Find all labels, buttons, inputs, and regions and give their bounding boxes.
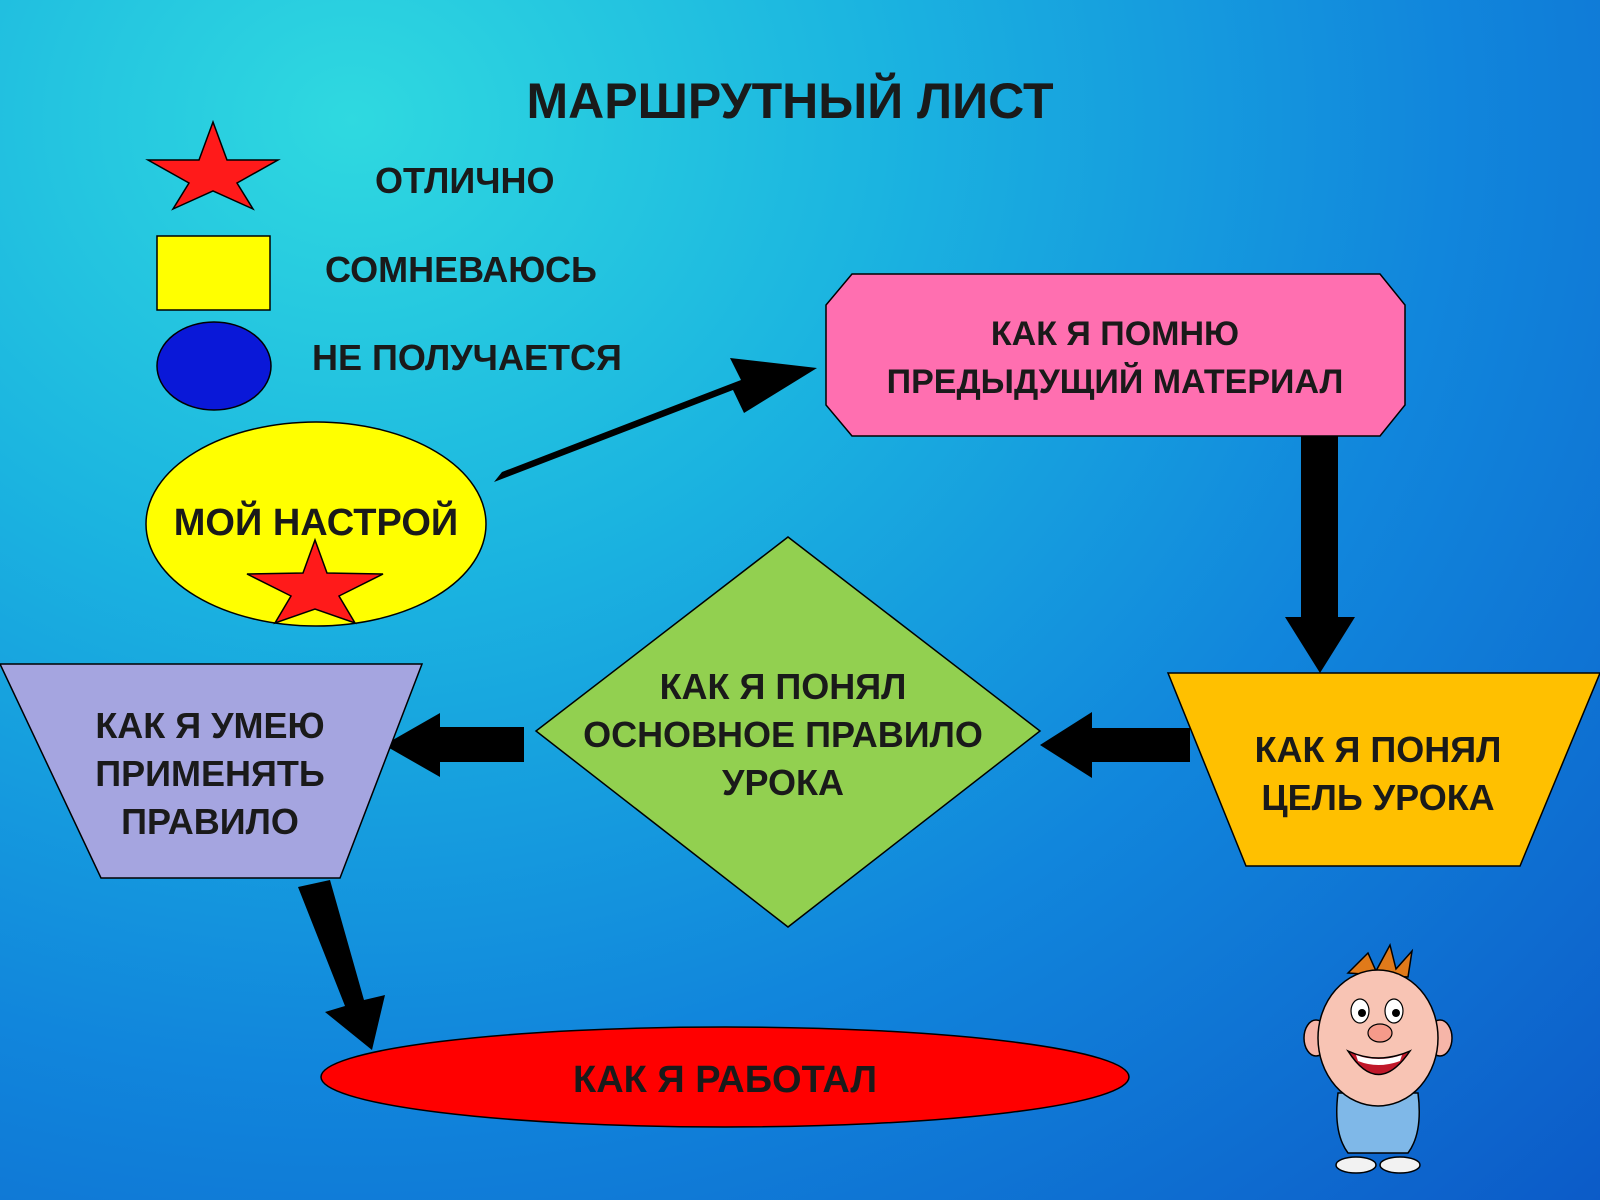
page-title: МАРШРУТНЫЙ ЛИСТ xyxy=(526,72,1053,129)
apply-label-line: КАК Я УМЕЮ xyxy=(95,705,324,746)
remember-label-line: ПРЕДЫДУЩИЙ МАТЕРИАЛ xyxy=(887,362,1344,401)
goal-label-line: КАК Я ПОНЯЛ xyxy=(1255,729,1502,770)
rule-label: КАК Я ПОНЯЛ ОСНОВНОЕ ПРАВИЛО УРОКА xyxy=(583,666,983,803)
node-rule: КАК Я ПОНЯЛ ОСНОВНОЕ ПРАВИЛО УРОКА xyxy=(534,536,1042,928)
goal-trapezoid xyxy=(1166,672,1600,867)
flow-arrows xyxy=(298,358,1355,1050)
apply-trapezoid xyxy=(0,663,424,879)
node-work: КАК Я РАБОТАЛ xyxy=(320,1026,1130,1128)
arrow-remember-to-goal xyxy=(1285,436,1355,673)
mood-ellipse xyxy=(145,421,487,627)
legend-label-fail: НЕ ПОЛУЧАЕТСЯ xyxy=(312,337,622,378)
rule-label-line: ОСНОВНОЕ ПРАВИЛО xyxy=(583,714,983,755)
work-label: КАК Я РАБОТАЛ xyxy=(573,1059,877,1101)
arrow-goal-to-rule xyxy=(1040,712,1190,778)
node-mood: МОЙ НАСТРОЙ xyxy=(145,421,487,627)
remember-label: КАК Я ПОМНЮ ПРЕДЫДУЩИЙ МАТЕРИАЛ xyxy=(887,315,1344,401)
legend-square-icon xyxy=(156,235,271,311)
mood-star-icon xyxy=(246,537,384,625)
rule-label-line: КАК Я ПОНЯЛ xyxy=(660,666,907,707)
remember-label-line: КАК Я ПОМНЮ xyxy=(991,315,1239,353)
legend-star-icon xyxy=(145,119,281,211)
rule-label-line: УРОКА xyxy=(722,762,844,803)
remember-octagon xyxy=(825,273,1406,437)
legend-circle-icon xyxy=(156,321,272,411)
node-apply: КАК Я УМЕЮ ПРИМЕНЯТЬ ПРАВИЛО xyxy=(0,663,424,879)
apply-label-line: ПРАВИЛО xyxy=(121,801,299,842)
cartoon-boy-icon xyxy=(1303,942,1453,1174)
legend-label-excellent: ОТЛИЧНО xyxy=(375,160,555,201)
rule-diamond xyxy=(534,536,1042,928)
apply-label-line: ПРИМЕНЯТЬ xyxy=(95,753,325,794)
apply-label: КАК Я УМЕЮ ПРИМЕНЯТЬ ПРАВИЛО xyxy=(95,705,325,842)
legend: ОТЛИЧНО СОМНЕВАЮСЬ НЕ ПОЛУЧАЕТСЯ xyxy=(145,119,622,411)
legend-label-doubt: СОМНЕВАЮСЬ xyxy=(325,249,597,290)
node-remember: КАК Я ПОМНЮ ПРЕДЫДУЩИЙ МАТЕРИАЛ xyxy=(825,273,1406,437)
goal-label: КАК Я ПОНЯЛ ЦЕЛЬ УРОКА xyxy=(1255,729,1502,818)
goal-label-line: ЦЕЛЬ УРОКА xyxy=(1261,777,1494,818)
node-goal: КАК Я ПОНЯЛ ЦЕЛЬ УРОКА xyxy=(1166,672,1600,867)
arrow-mood-to-remember xyxy=(494,358,817,482)
work-ellipse xyxy=(320,1026,1130,1128)
arrow-rule-to-apply xyxy=(384,713,524,777)
arrow-apply-to-work xyxy=(298,880,385,1050)
mood-label: МОЙ НАСТРОЙ xyxy=(174,499,458,544)
